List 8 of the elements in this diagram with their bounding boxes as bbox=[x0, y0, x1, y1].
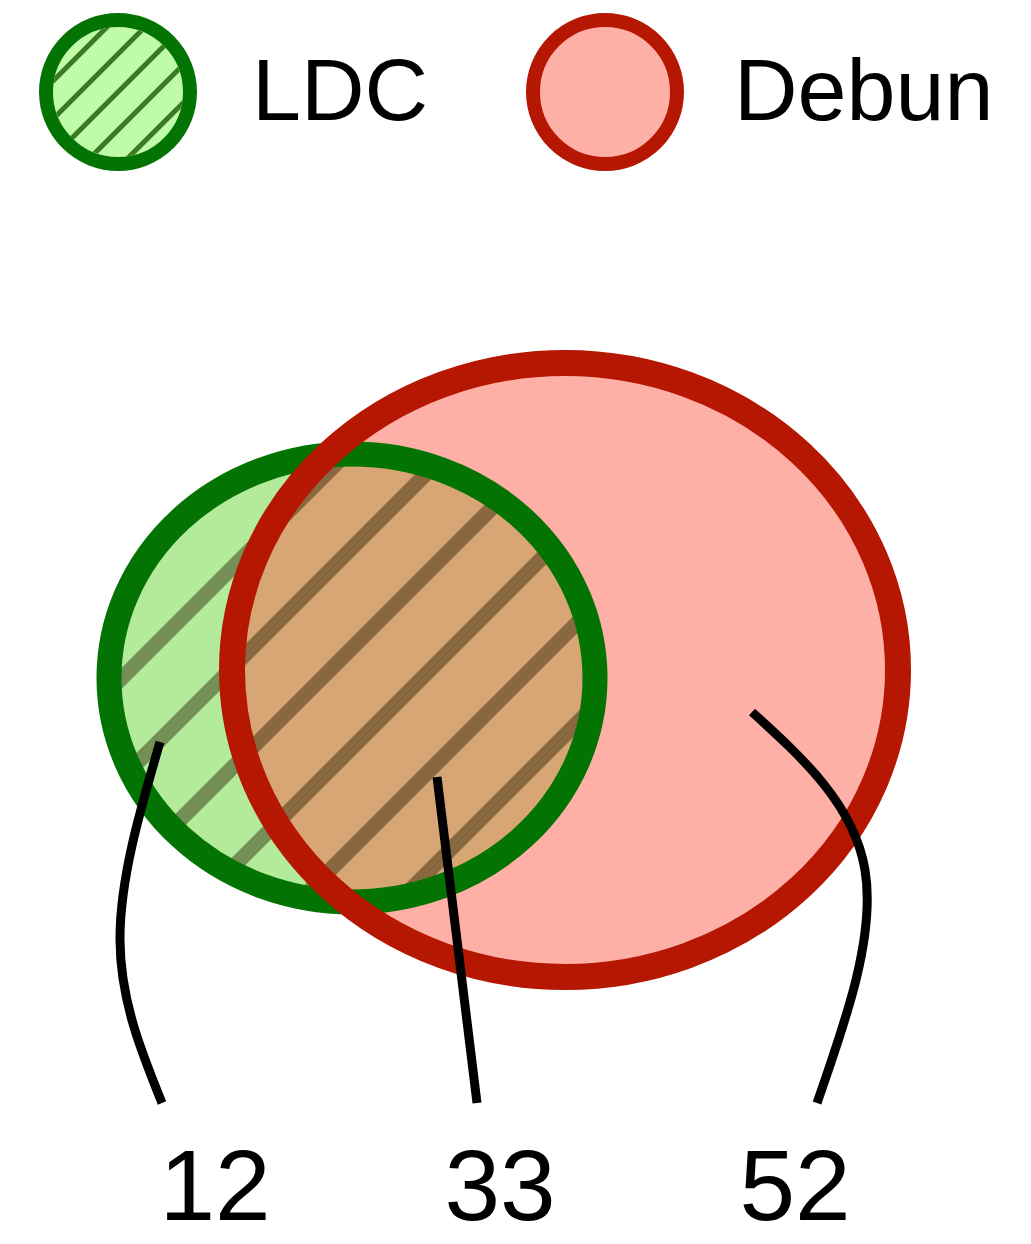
callout-number: 52 bbox=[725, 1103, 865, 1235]
callout-number: 33 bbox=[430, 1103, 570, 1235]
leader-line bbox=[115, 740, 167, 1105]
leader-line bbox=[748, 708, 872, 1105]
legend-label: Debun bbox=[734, 40, 994, 140]
leader-line bbox=[432, 776, 482, 1104]
legend-label: LDC bbox=[252, 40, 429, 140]
callout-number: 12 bbox=[145, 1103, 285, 1235]
